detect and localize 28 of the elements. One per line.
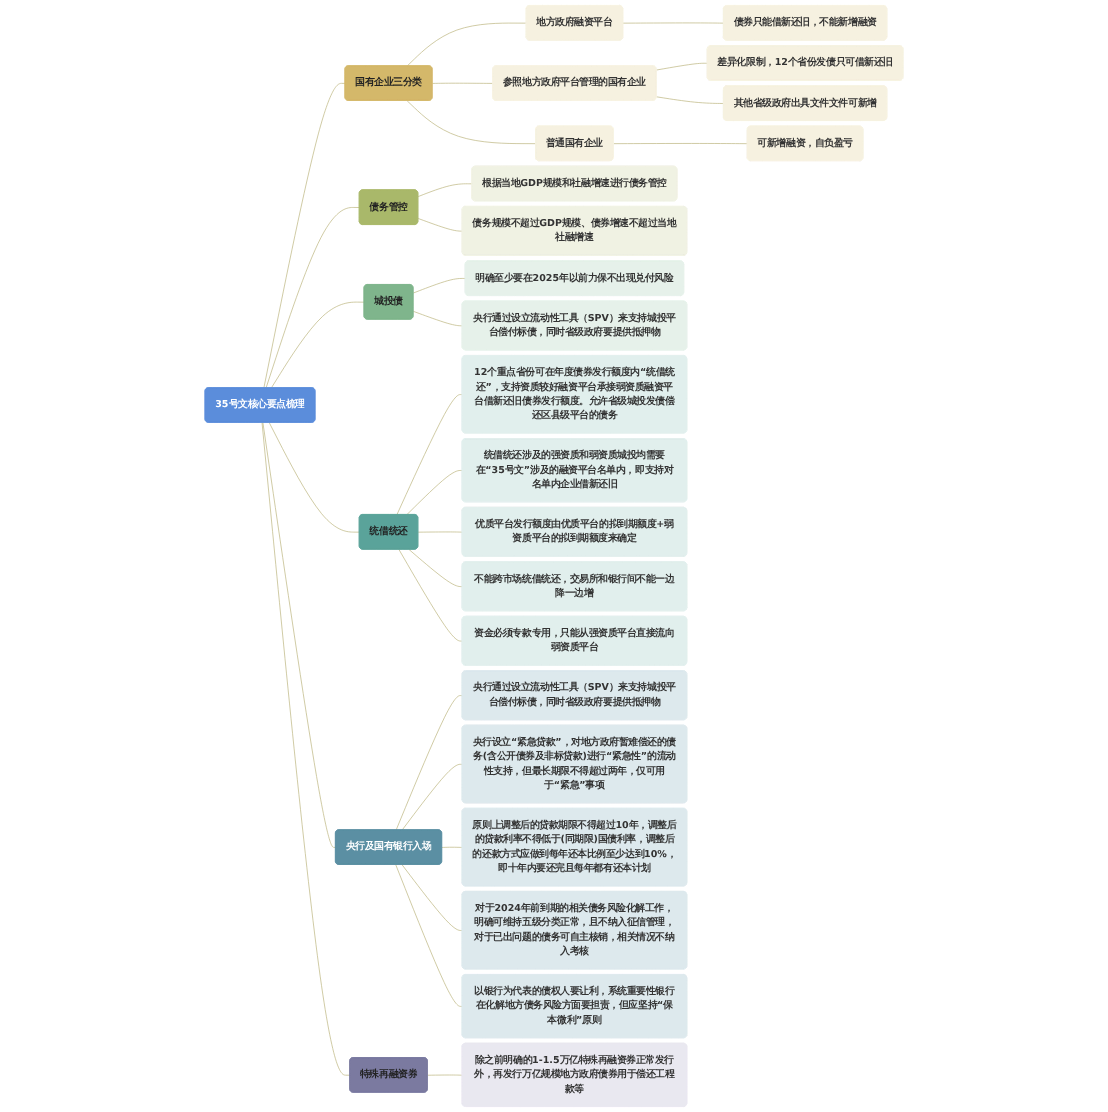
connector (406, 22, 527, 67)
connector (401, 763, 463, 831)
connector (432, 82, 494, 84)
connector (406, 100, 537, 144)
connector (261, 422, 351, 1076)
connector (401, 864, 463, 931)
connector (417, 183, 473, 197)
connector (417, 218, 463, 232)
connector (408, 549, 463, 587)
connector (656, 96, 725, 104)
connector (395, 695, 463, 831)
connector (395, 864, 463, 1007)
connector (262, 422, 337, 848)
connector (396, 394, 463, 516)
connector (656, 62, 708, 71)
connector (622, 22, 725, 24)
connector (265, 207, 360, 389)
connector (427, 1074, 463, 1076)
connector (263, 83, 346, 389)
connector (613, 143, 748, 144)
connector (398, 549, 463, 642)
connector (441, 846, 463, 848)
connector (406, 470, 463, 516)
connector (268, 422, 360, 533)
connector (417, 531, 463, 533)
connector (413, 311, 463, 327)
connector (271, 301, 365, 389)
connector (413, 278, 466, 294)
